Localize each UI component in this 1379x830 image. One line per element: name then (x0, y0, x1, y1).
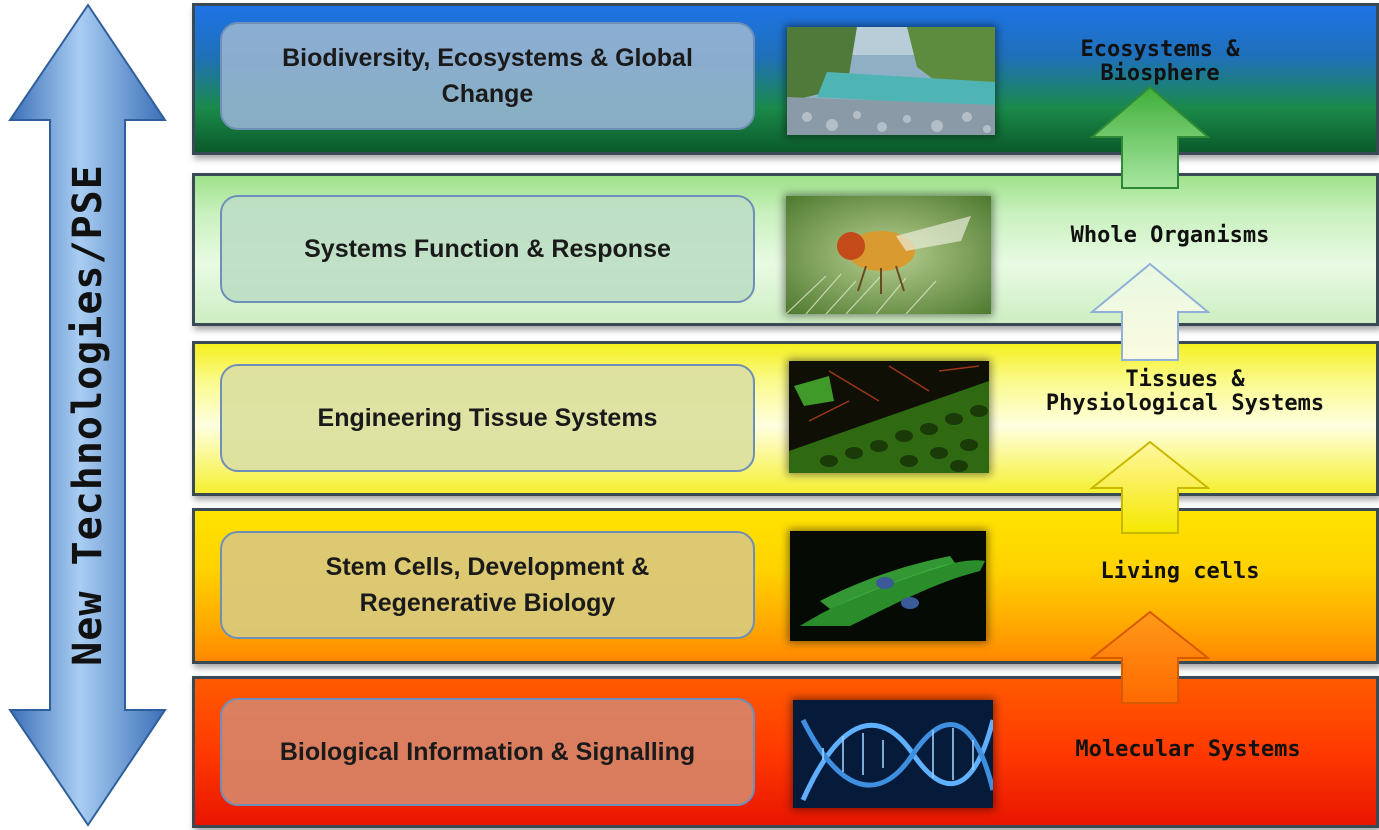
level-label-organisms: Whole Organisms (1070, 223, 1270, 248)
tissue-micrograph-image (789, 361, 989, 473)
level-label-ecosystems: Ecosystems &Biosphere (1080, 37, 1240, 86)
double-headed-arrow-icon (8, 3, 167, 827)
level-label-tissues: Tissues &Physiological Systems (1045, 367, 1325, 416)
up-arrow-icon (1090, 262, 1210, 361)
river-landscape-image (787, 27, 995, 135)
up-arrow-icon (1090, 610, 1210, 704)
theme-box-systems-function: Systems Function & Response (220, 195, 755, 303)
axis-label: New Technologies/PSE (65, 164, 111, 666)
stem-cells-image (790, 531, 986, 641)
up-arrow-icon (1090, 85, 1210, 189)
fruit-fly-image (786, 196, 991, 314)
theme-box-engineering-tissue: Engineering Tissue Systems (220, 364, 755, 472)
level-label-molecular: Molecular Systems (1075, 737, 1301, 762)
level-label-cells: Living cells (1100, 559, 1260, 584)
theme-box-biological-information: Biological Information & Signalling (220, 698, 755, 806)
theme-box-stem-cells: Stem Cells, Development & Regenerative B… (220, 531, 755, 639)
up-arrow-icon (1090, 440, 1210, 534)
dna-helix-image (793, 700, 993, 808)
theme-box-biodiversity: Biodiversity, Ecosystems & Global Change (220, 22, 755, 130)
